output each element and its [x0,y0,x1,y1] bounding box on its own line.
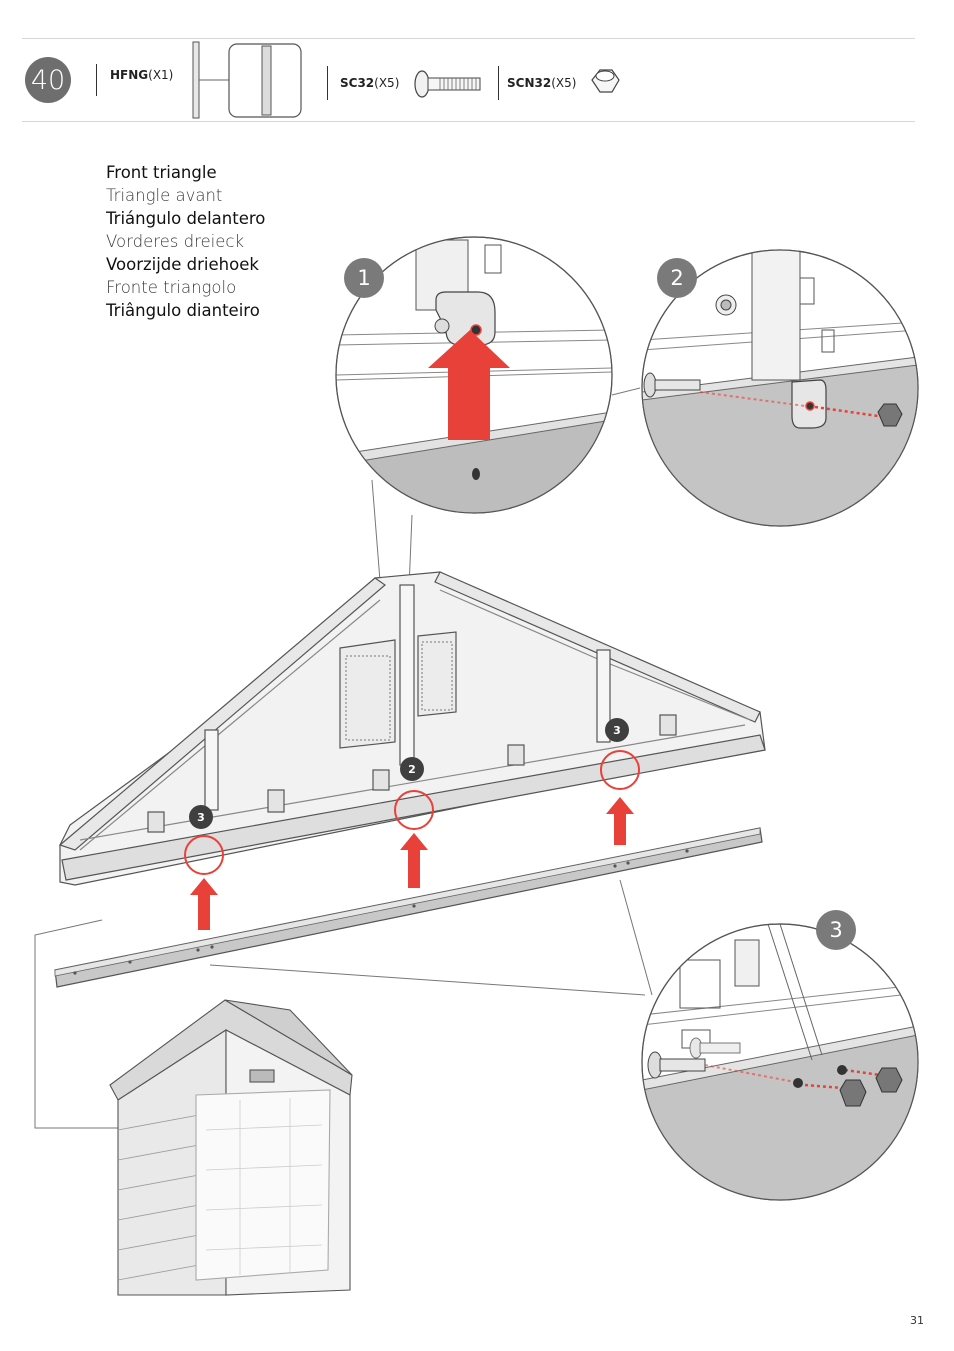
vent-grille-pattern [345,641,453,741]
detail-badge-2: 2 [657,258,697,298]
detail-circle-2 [641,249,919,527]
part-sc32-label: SC32(X5) [340,76,399,90]
part-qty: (X1) [148,68,174,82]
shed-overview [109,999,353,1296]
detail-badge-3: 3 [816,910,856,950]
header-separator [327,66,328,100]
header-separator [498,66,499,100]
screw-icon [414,70,481,98]
detail-badge-1: 1 [344,258,384,298]
part-qty: (X5) [551,76,577,90]
header-bottom-rule [22,121,915,122]
title-en: Front triangle [106,163,217,182]
callout-badge-center: 2 [400,757,424,781]
title-pt: Triângulo dianteiro [106,301,260,320]
hfng-profile-icon [192,41,302,119]
title-es: Triángulo delantero [106,209,266,228]
highlight-circles [184,750,640,875]
nut-icon [591,69,620,93]
title-nl: Voorzijde driehoek [106,255,259,274]
part-code: SC32 [340,76,375,90]
part-code: HFNG [110,68,149,82]
title-de: Vorderes dreieck [106,232,245,251]
insert-arrows [190,797,634,930]
step-title-block: Front triangle Triangle avant Triángulo … [106,161,265,322]
callout-badge-left: 3 [189,805,213,829]
title-fr: Triangle avant [106,186,223,205]
front-triangle-assembly [58,571,766,886]
detail-circle-3 [641,923,919,1201]
part-scn32-label: SCN32(X5) [507,76,576,90]
part-qty: (X5) [374,76,400,90]
step-number-badge: 40 [25,57,71,103]
header-separator [96,64,97,96]
hfng-bar [54,827,763,988]
detail-circle-1 [335,236,613,514]
header-top-rule [22,38,915,39]
title-it: Fronte triangolo [106,278,237,297]
part-hfng-label: HFNG(X1) [110,68,173,82]
part-code: SCN32 [507,76,552,90]
page-number: 31 [910,1314,924,1327]
callout-badge-right: 3 [605,718,629,742]
